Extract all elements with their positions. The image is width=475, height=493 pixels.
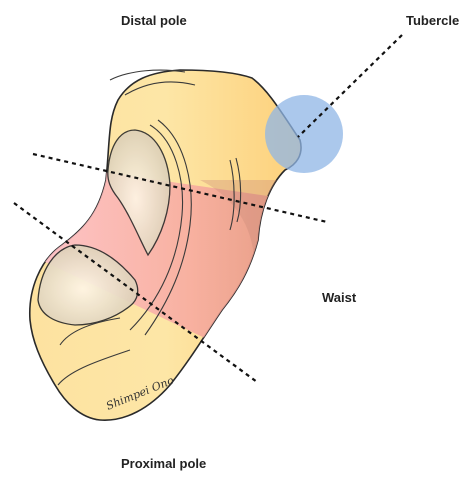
tubercle-circle	[265, 95, 343, 173]
distal-dashed-line	[32, 152, 328, 224]
proximal-dashed-line	[13, 202, 258, 383]
distal-articular-facet	[107, 129, 171, 257]
label-proximal-pole: Proximal pole	[121, 456, 207, 471]
bone-contour-lines	[57, 69, 242, 386]
tubercle-dashed-line	[297, 34, 403, 138]
label-waist: Waist	[322, 290, 357, 305]
label-tubercle: Tubercle	[406, 13, 460, 28]
capitate-articular-facet	[37, 244, 139, 326]
label-distal-pole: Distal pole	[121, 13, 187, 28]
